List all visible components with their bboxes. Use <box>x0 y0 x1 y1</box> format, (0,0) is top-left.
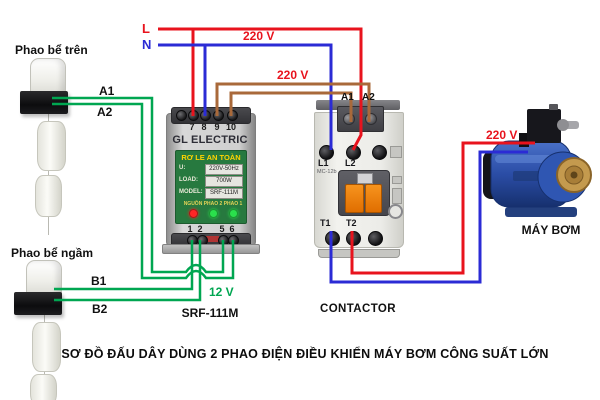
float-bracket <box>14 292 62 315</box>
float-ball-1 <box>32 322 61 372</box>
voltage-label-pump: 220 V <box>486 128 518 142</box>
spec-value: 220V-50Hz <box>205 164 243 175</box>
contactor-device: L1 L2 MC-12b T1 T2 <box>312 98 404 260</box>
coil-label-a1: A1 <box>341 92 354 103</box>
led-label-float1: PHAO 1 <box>223 201 243 207</box>
relay-green-panel: RƠ LE AN TOÀN U: 220V-50Hz LOAD: 700W MO… <box>175 150 247 224</box>
pump-inlet-hole <box>570 171 578 179</box>
float-relay: 7 8 9 10 GL ELECTRIC RƠ LE AN TOÀN U: 22… <box>162 107 260 254</box>
spec-value: 700W <box>205 176 243 187</box>
brand-logo-icon <box>388 204 403 219</box>
side-detail <box>392 188 402 204</box>
spec-label: U: <box>179 165 186 171</box>
relay-terminal-2: 2 <box>197 224 203 234</box>
relay-terminal-5: 5 <box>219 224 225 234</box>
voltage-label-coil: 220 V <box>277 68 309 82</box>
lower-float-title: Phao bể ngầm <box>11 246 94 260</box>
float-ball-2 <box>30 374 57 400</box>
float-hanging-line <box>48 110 49 235</box>
wire-b1-to-relay-1 <box>54 240 194 291</box>
contactor-mounting-bracket <box>316 100 400 110</box>
power-led <box>189 209 198 218</box>
terminal-label-t2: T2 <box>346 218 357 228</box>
spec-label: MODEL: <box>179 189 203 195</box>
pump-box-screw <box>549 104 558 110</box>
led-label-float2: PHAO 2 <box>203 201 223 207</box>
wire-t1-to-pump <box>329 150 528 284</box>
wire-label-b1: B1 <box>91 274 107 288</box>
upper-float-title: Phao bể trên <box>15 43 88 57</box>
spec-value: SRF-111M <box>205 188 243 199</box>
led-label-power: NGUỒN <box>183 201 203 207</box>
relay-terminal-10: 10 <box>225 122 236 132</box>
relay-model-label: SRF-111M <box>181 306 239 320</box>
relay-din-flange <box>162 244 260 254</box>
wire-a2-to-relay-6 <box>52 102 235 280</box>
aux-contact <box>390 146 402 158</box>
wire-live-to-contactor <box>158 27 363 151</box>
relay-spec-row: MODEL: SRF-111M <box>179 188 243 199</box>
line-screw-l3 <box>372 145 387 160</box>
wire-a1-to-relay-5 <box>52 96 225 274</box>
contactor-title: CONTACTOR <box>319 303 396 315</box>
wire-b2-to-relay-2 <box>54 240 202 302</box>
float2-led <box>209 209 218 218</box>
relay-top-screw <box>176 110 187 121</box>
relay-spec-row: U: 220V-50Hz <box>179 164 243 175</box>
wire-neutral-to-contactor <box>158 43 333 150</box>
voltage-label-float: 12 V <box>209 285 234 299</box>
relay-terminal-8: 8 <box>201 122 207 132</box>
relay-spec-row: LOAD: 700W <box>179 176 243 187</box>
terminal-label-l2: L2 <box>345 158 356 168</box>
load-screw-t3 <box>368 231 383 246</box>
relay-terminal-7: 7 <box>189 122 195 132</box>
wire-label-a2: A2 <box>97 105 113 119</box>
water-pump <box>483 104 592 217</box>
relay-panel-title: RƠ LE AN TOÀN <box>181 153 241 162</box>
wire-relay-9-to-coil-a2 <box>215 82 371 122</box>
float1-led <box>229 209 238 218</box>
coil-label-a2: A2 <box>362 92 375 103</box>
voltage-label-top: 220 V <box>243 29 275 43</box>
relay-red-accent <box>203 236 219 242</box>
live-label: L <box>142 21 150 36</box>
rocker-left <box>345 184 364 213</box>
wire-t2-to-pump <box>350 141 535 275</box>
lower-float-switch <box>14 258 64 400</box>
relay-terminal-6: 6 <box>229 224 235 234</box>
spec-label: LOAD: <box>179 177 198 183</box>
relay-brand: GL ELECTRIC <box>172 134 248 146</box>
wire-label-b2: B2 <box>92 302 108 316</box>
relay-terminal-1: 1 <box>187 224 193 234</box>
diagram-caption: SƠ ĐỒ ĐẤU DÂY DÙNG 2 PHAO ĐIỆN ĐIỀU KHIỂ… <box>61 347 549 361</box>
pump-terminal-box <box>527 109 561 143</box>
line-screw-l2 <box>346 145 361 160</box>
wire-relay-10-to-coil-a1 <box>229 91 353 122</box>
terminal-label-t1: T1 <box>320 218 331 228</box>
contactor-mechanism <box>338 170 390 216</box>
pump-fitting-elbow <box>557 119 569 131</box>
pump-base <box>505 207 577 217</box>
float-cap <box>26 260 62 298</box>
wire-label-a1: A1 <box>99 84 115 98</box>
side-detail <box>392 176 402 184</box>
pump-cable-collar <box>519 133 529 147</box>
rocker-right <box>365 184 382 213</box>
neutral-label: N <box>142 37 152 52</box>
pump-title: MÁY BƠM <box>521 223 581 237</box>
float-ball-1 <box>37 121 66 171</box>
upper-float-switch <box>20 55 70 235</box>
contactor-model: MC-12b <box>317 169 337 175</box>
mechanism-slot <box>357 173 373 184</box>
contactor-base <box>318 249 400 258</box>
terminal-label-l1: L1 <box>318 158 329 168</box>
float-ball-2 <box>35 175 62 217</box>
relay-terminal-9: 9 <box>214 122 220 132</box>
